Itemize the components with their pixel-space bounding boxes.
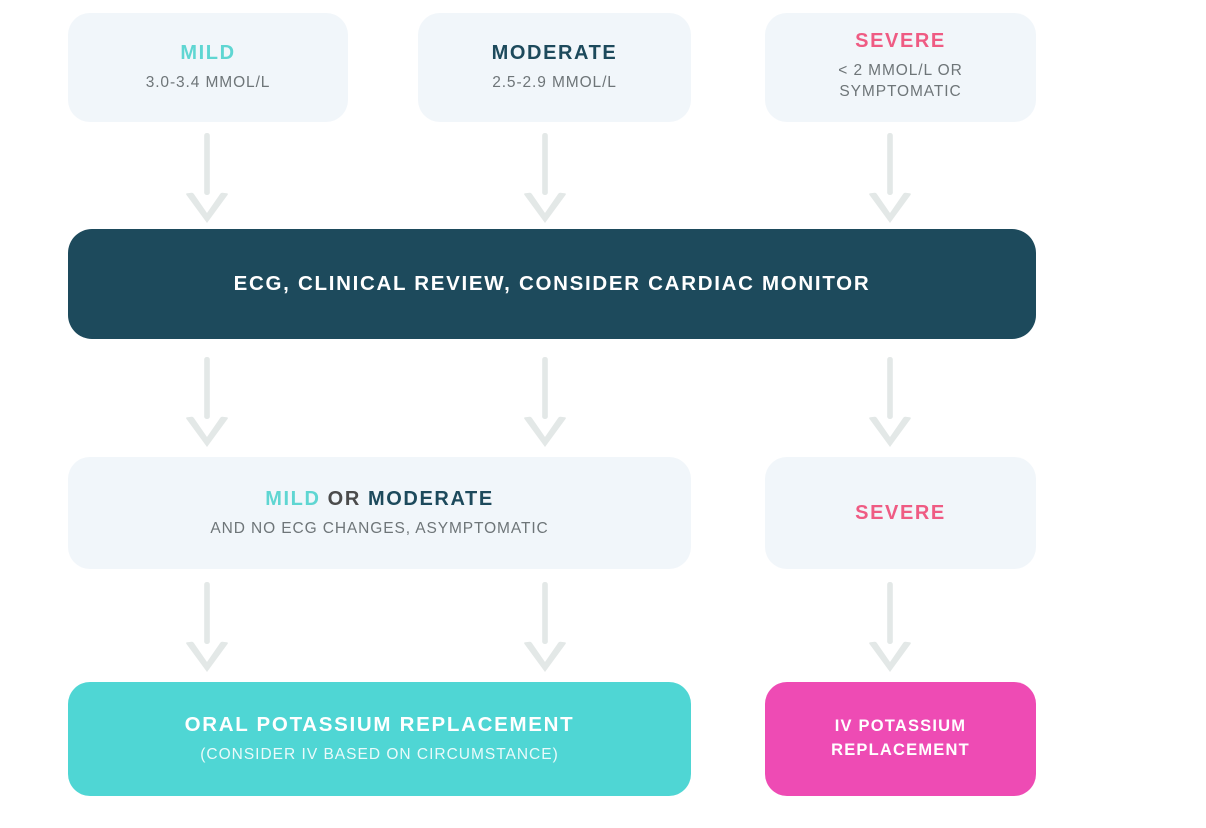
classification-card-mild-or-moderate: MILD OR MODERATE AND NO ECG CHANGES, ASY… [68, 457, 691, 569]
severity-mild-range: 3.0-3.4 MMOL/L [145, 74, 271, 92]
arrow-down-icon [515, 357, 575, 449]
severity-moderate-title: MODERATE [491, 42, 618, 65]
treatment-iv-title-line2: REPLACEMENT [831, 741, 970, 759]
arrow-down-icon [860, 582, 920, 674]
arrow-down-icon [515, 582, 575, 674]
arrow-down-icon [515, 133, 575, 225]
assessment-banner-title: ECG, CLINICAL REVIEW, CONSIDER CARDIAC M… [233, 271, 871, 295]
classification-title-or: OR [320, 487, 369, 510]
arrow-down-icon [177, 357, 237, 449]
arrow-down-icon [177, 133, 237, 225]
arrow-down-icon [860, 357, 920, 449]
severity-severe-title: SEVERE [855, 29, 946, 52]
arrow-down-icon [177, 582, 237, 674]
arrow-down-icon [860, 133, 920, 225]
classification-mild-or-moderate-criteria: AND NO ECG CHANGES, ASYMPTOMATIC [210, 519, 549, 537]
severity-card-severe: SEVERE < 2 MMOL/L OR SYMPTOMATIC [765, 13, 1036, 122]
severity-moderate-range: 2.5-2.9 MMOL/L [492, 74, 617, 92]
treatment-oral-title: ORAL POTASSIUM REPLACEMENT [184, 713, 575, 737]
classification-severe-title: SEVERE [855, 502, 946, 524]
treatment-iv-title-line1: IV POTASSIUM [834, 717, 967, 736]
severity-severe-range-line1: < 2 MMOL/L OR [838, 61, 963, 79]
classification-mild-or-moderate-title: MILD OR MODERATE [265, 487, 494, 511]
severity-mild-title: MILD [180, 42, 236, 65]
classification-card-severe: SEVERE [765, 457, 1036, 569]
classification-title-mild: MILD [265, 487, 321, 510]
severity-card-mild: MILD 3.0-3.4 MMOL/L [68, 13, 348, 122]
severity-severe-range: < 2 MMOL/L OR SYMPTOMATIC [838, 60, 962, 103]
assessment-banner: ECG, CLINICAL REVIEW, CONSIDER CARDIAC M… [68, 229, 1036, 339]
treatment-iv-title: IV POTASSIUM REPLACEMENT [831, 715, 970, 763]
treatment-card-iv: IV POTASSIUM REPLACEMENT [765, 682, 1036, 796]
severity-severe-range-line2: SYMPTOMATIC [839, 83, 962, 100]
classification-title-moderate: MODERATE [368, 487, 494, 510]
severity-card-moderate: MODERATE 2.5-2.9 MMOL/L [418, 13, 691, 122]
treatment-oral-note: (CONSIDER IV BASED ON CIRCUMSTANCE) [200, 745, 559, 763]
treatment-card-oral: ORAL POTASSIUM REPLACEMENT (CONSIDER IV … [68, 682, 691, 796]
